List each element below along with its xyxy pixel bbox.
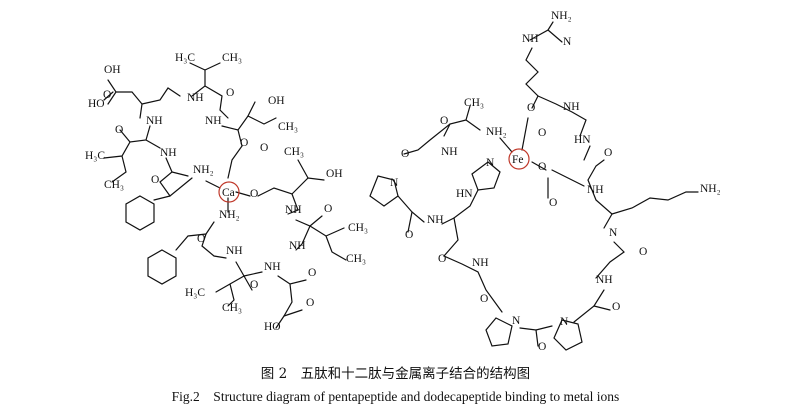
right-atom-label: O xyxy=(639,246,647,258)
right-atom-label: N xyxy=(560,316,569,328)
left-atom-label: O xyxy=(250,188,258,200)
dodecapeptide-skeleton xyxy=(369,21,699,351)
right-atom-label: O xyxy=(405,229,413,241)
left-atom-label: CH₃ xyxy=(222,302,242,314)
left-atom-label: OH xyxy=(104,64,121,76)
figure-caption-chinese: 图 2 五肽和十二肽与金属离子结合的结构图 xyxy=(260,366,531,382)
left-atom-label: OH xyxy=(326,168,343,180)
right-atom-label: O xyxy=(480,293,488,305)
right-atom-label: NH xyxy=(427,214,444,226)
right-atom-label: N xyxy=(486,157,495,169)
left-atom-label: O xyxy=(240,137,248,149)
right-atom-label: NH xyxy=(472,257,489,269)
right-atom-label: O xyxy=(401,148,409,160)
left-atom-label: NH xyxy=(285,204,302,216)
right-atom-label: N xyxy=(563,36,572,48)
right-atom-label: O xyxy=(538,341,546,353)
left-atom-label: O xyxy=(151,174,159,186)
right-atom-label: NH₂ xyxy=(700,183,721,195)
left-atom-label: HO xyxy=(264,321,281,333)
left-atom-label: OH xyxy=(268,95,285,107)
left-atom-label: NH xyxy=(264,261,281,273)
right-atom-label: NH xyxy=(596,274,613,286)
left-atom-label: CH₃ xyxy=(104,179,124,191)
right-atom-label: N xyxy=(609,227,618,239)
right-atom-label: O xyxy=(612,301,620,313)
right-atom-label: N xyxy=(390,177,399,189)
right-atom-label: O xyxy=(538,161,546,173)
right-atom-label: NH₂ xyxy=(551,10,572,22)
left-atom-label: NH xyxy=(187,92,204,104)
left-atom-label: O xyxy=(103,89,111,101)
left-atom-label: CH₃ xyxy=(222,52,242,64)
right-atom-label: NH₂ xyxy=(486,126,507,138)
left-atom-label: NH₂ xyxy=(193,164,214,176)
right-atom-label: NH xyxy=(441,146,458,158)
left-atom-label: NH xyxy=(226,245,243,257)
right-atom-label: NH xyxy=(587,184,604,196)
iron-ion-label: Fe xyxy=(512,154,524,166)
left-atom-label: CH₃ xyxy=(348,222,368,234)
left-atom-label: O xyxy=(306,297,314,309)
right-atom-label: O xyxy=(527,102,535,114)
pentapeptide-skeleton xyxy=(103,62,347,329)
right-atom-label: HN xyxy=(574,134,591,146)
calcium-ion-label: Ca xyxy=(222,187,235,199)
left-atom-label: H₃C xyxy=(85,150,105,162)
left-atom-label: NH xyxy=(289,240,306,252)
left-atom-label: H₃C xyxy=(185,287,205,299)
right-atom-label: O xyxy=(438,253,446,265)
left-atom-label: O xyxy=(197,233,205,245)
figure-caption-english: Fig.2 Structure diagram of pentapeptide … xyxy=(171,389,620,404)
left-atom-label: NH₂ xyxy=(219,209,240,221)
left-atom-label: O xyxy=(250,279,258,291)
left-atom-label: O xyxy=(260,142,268,154)
right-atom-label: HN xyxy=(456,188,473,200)
right-atom-label: NH xyxy=(563,101,580,113)
right-atom-label: O xyxy=(538,127,546,139)
right-atom-label: O xyxy=(604,147,612,159)
left-atom-label: NH xyxy=(160,147,177,159)
right-atom-label: O xyxy=(549,197,557,209)
left-atom-label: O xyxy=(308,267,316,279)
left-atom-label: O xyxy=(226,87,234,99)
right-atom-label: N xyxy=(512,315,521,327)
dodecapeptide-atom-labels: NH₂ NH N CH₃ O NH O NH₂ HN O NH O N O O HN N NH NH₂ O NH O N O N… xyxy=(390,10,721,353)
right-atom-label: CH₃ xyxy=(464,97,484,109)
left-atom-label: CH₃ xyxy=(346,253,366,265)
left-atom-label: CH₃ xyxy=(278,121,298,133)
right-atom-label: NH xyxy=(522,33,539,45)
right-atom-label: O xyxy=(440,115,448,127)
left-atom-label: H₃C xyxy=(175,52,195,64)
left-atom-label: NH xyxy=(146,115,163,127)
left-atom-label: NH xyxy=(205,115,222,127)
left-atom-label: O xyxy=(324,203,332,215)
left-atom-label: O xyxy=(115,124,123,136)
left-atom-label: CH₃ xyxy=(284,146,304,158)
left-atom-label: HO xyxy=(88,98,105,110)
